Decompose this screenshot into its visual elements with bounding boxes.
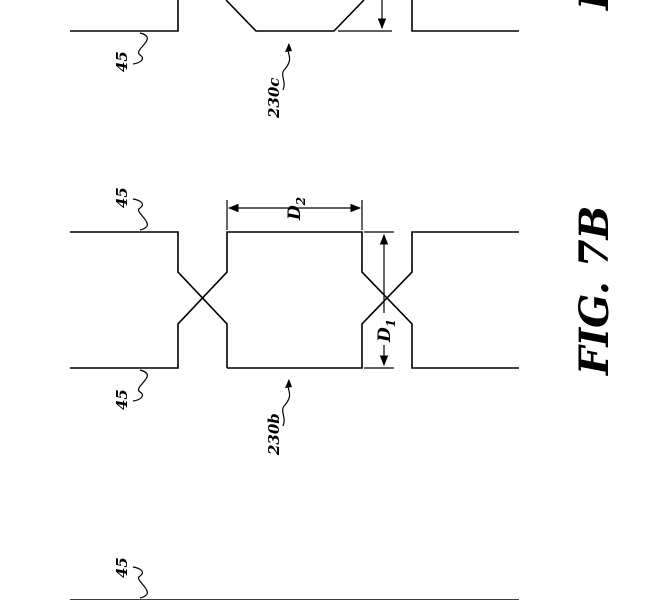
figure-caption-partial: I xyxy=(571,0,618,11)
channel-230b-outline xyxy=(70,232,519,368)
dimension-d1-label: D1 xyxy=(375,319,398,343)
ref-label-45-lower: 45 xyxy=(113,557,131,578)
leader-230b-arrowhead xyxy=(285,379,292,388)
right-wall-top xyxy=(412,0,519,31)
leader-45-lower xyxy=(133,567,147,598)
leader-45-top xyxy=(133,33,147,64)
dimension-d1-sub: 1 xyxy=(384,319,398,327)
ref-label-45-mid-bottom: 45 xyxy=(113,389,131,410)
ref-label-45-mid-top: 45 xyxy=(113,187,131,208)
element-230b xyxy=(70,199,519,426)
ref-label-230c: 230c xyxy=(265,78,283,119)
dimension-d2-main: D xyxy=(285,205,305,221)
dimension-d2-label: D2 xyxy=(285,197,308,221)
figure-caption: FIG. 7B xyxy=(571,206,618,376)
left-wall-45-top xyxy=(70,0,178,31)
ref-label-230b: 230b xyxy=(265,413,283,456)
leader-230c-arrowhead xyxy=(285,43,292,52)
channel-left-upper xyxy=(70,232,227,368)
ref-label-45-top: 45 xyxy=(113,51,131,72)
leader-45-mid-bottom xyxy=(133,370,147,401)
channel-230c-outline xyxy=(226,0,364,31)
element-230c xyxy=(70,0,519,90)
channel-right-lower xyxy=(227,232,519,368)
element-lower xyxy=(70,567,519,600)
leader-45-mid-top xyxy=(133,199,147,230)
dimension-d2-sub: 2 xyxy=(294,197,308,206)
dimension-d1-main: D xyxy=(375,327,395,343)
